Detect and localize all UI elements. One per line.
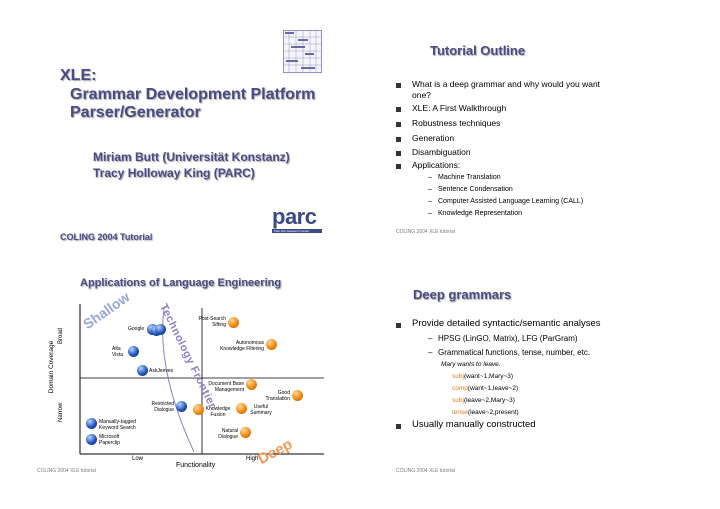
bullet-icon <box>396 151 401 156</box>
x-label-high: High <box>246 456 259 462</box>
slide1-title-line1: XLE: <box>60 67 97 84</box>
application-item-3: Computer Assisted Language Learning (CAL… <box>438 198 584 205</box>
parc-logo: parc Palo Alto Research Center <box>272 206 322 233</box>
blue-sphere-icon <box>176 401 187 412</box>
item-askjeeves: AskJeeves <box>149 368 174 374</box>
slide4-title: Deep grammars <box>413 287 512 302</box>
dash-icon: – <box>428 186 432 193</box>
deep-sub-1: HPSG (LinGO, Matrix), LFG (ParGram) <box>438 334 578 343</box>
slide4-footer: COLING 2004 XLE tutorial <box>396 468 455 474</box>
author-2: Tracy Holloway King (PARC) <box>93 166 255 180</box>
orange-sphere-icon <box>292 390 303 401</box>
application-item-1: Machine Translation <box>438 174 501 181</box>
bullet-icon <box>396 137 401 142</box>
orange-sphere-icon <box>240 427 251 438</box>
deep-bullet-2: Usually manually constructed <box>412 419 536 430</box>
event-name: COLING 2004 Tutorial <box>60 232 153 242</box>
blue-sphere-icon <box>128 346 139 357</box>
outline-item-2: XLE: A First Walkthrough <box>412 103 507 113</box>
dash-icon: – <box>428 198 432 205</box>
outline-item-1: What is a deep grammar and why would you… <box>412 79 601 89</box>
slide2-title: Tutorial Outline <box>430 43 526 58</box>
outline-item-3: Robustness techniques <box>412 118 501 128</box>
x-label-low: Low <box>132 456 144 462</box>
application-item-4: Knowledge Representation <box>438 210 523 217</box>
dash-icon: – <box>428 210 432 217</box>
application-item-2: Sentence Condensation <box>438 186 513 193</box>
dash-icon: – <box>428 334 433 343</box>
bullet-icon <box>396 107 401 112</box>
parc-logo-text: parc <box>272 204 317 229</box>
y-label-narrow: Narrow <box>58 402 64 422</box>
parc-logo-sub: Palo Alto Research Center <box>272 229 322 233</box>
blue-sphere-icon <box>155 324 166 335</box>
author-1: Miriam Butt (Universität Konstanz) <box>93 150 290 164</box>
y-label-broad: Broad <box>58 327 64 344</box>
slide2-footer: COLING 2004 XLE tutorial <box>396 229 455 235</box>
dash-icon: – <box>428 174 432 181</box>
outline-item-4: Generation <box>412 133 455 143</box>
bullet-icon <box>396 122 401 127</box>
blue-sphere-icon <box>137 365 148 376</box>
deep-bullet-1: Provide detailed syntactic/semantic anal… <box>412 318 601 329</box>
outline-item-5: Disambiguation <box>412 147 471 157</box>
orange-sphere-icon <box>193 404 204 415</box>
slide1-title-line3: Parser/Generator <box>70 104 201 121</box>
bullet-icon <box>396 164 401 169</box>
pred-line-3: subj(leave~2,Mary~3) <box>452 397 515 404</box>
pred-line-2: comp(want~1,leave~2) <box>452 385 519 392</box>
slide3-title: Applications of Language Engineering <box>80 277 282 289</box>
bullet-icon <box>396 323 401 328</box>
dash-icon: – <box>428 348 433 357</box>
orange-sphere-icon <box>266 339 277 350</box>
blue-sphere-icon <box>86 418 97 429</box>
bullet-icon <box>396 424 401 429</box>
item-google: Google <box>128 326 145 332</box>
blue-sphere-icon <box>86 434 97 445</box>
outline-item-6: Applications: <box>412 160 461 170</box>
orange-sphere-icon <box>236 403 247 414</box>
pred-line-1: subj(want~1,Mary~3) <box>452 373 514 380</box>
y-axis-label: Domain Coverage <box>48 340 55 394</box>
x-axis-label: Functionality <box>176 462 216 469</box>
pred-line-4: tense(leave~2,present) <box>452 409 519 416</box>
bullet-icon <box>396 83 401 88</box>
orange-sphere-icon <box>228 317 239 328</box>
coverage-functionality-diagram <box>79 304 324 455</box>
orange-sphere-icon <box>246 379 257 390</box>
grammar-grid-logo <box>283 30 322 73</box>
outline-item-1-cont: one? <box>412 90 431 100</box>
example-sentence: Mary wants to leave. <box>441 361 501 368</box>
deep-sub-2: Grammatical functions, tense, number, et… <box>438 348 591 357</box>
slide1-title-line2: Grammar Development Platform <box>70 86 316 103</box>
slide3-footer: COLING 2004 XLE tutorial <box>37 468 96 474</box>
